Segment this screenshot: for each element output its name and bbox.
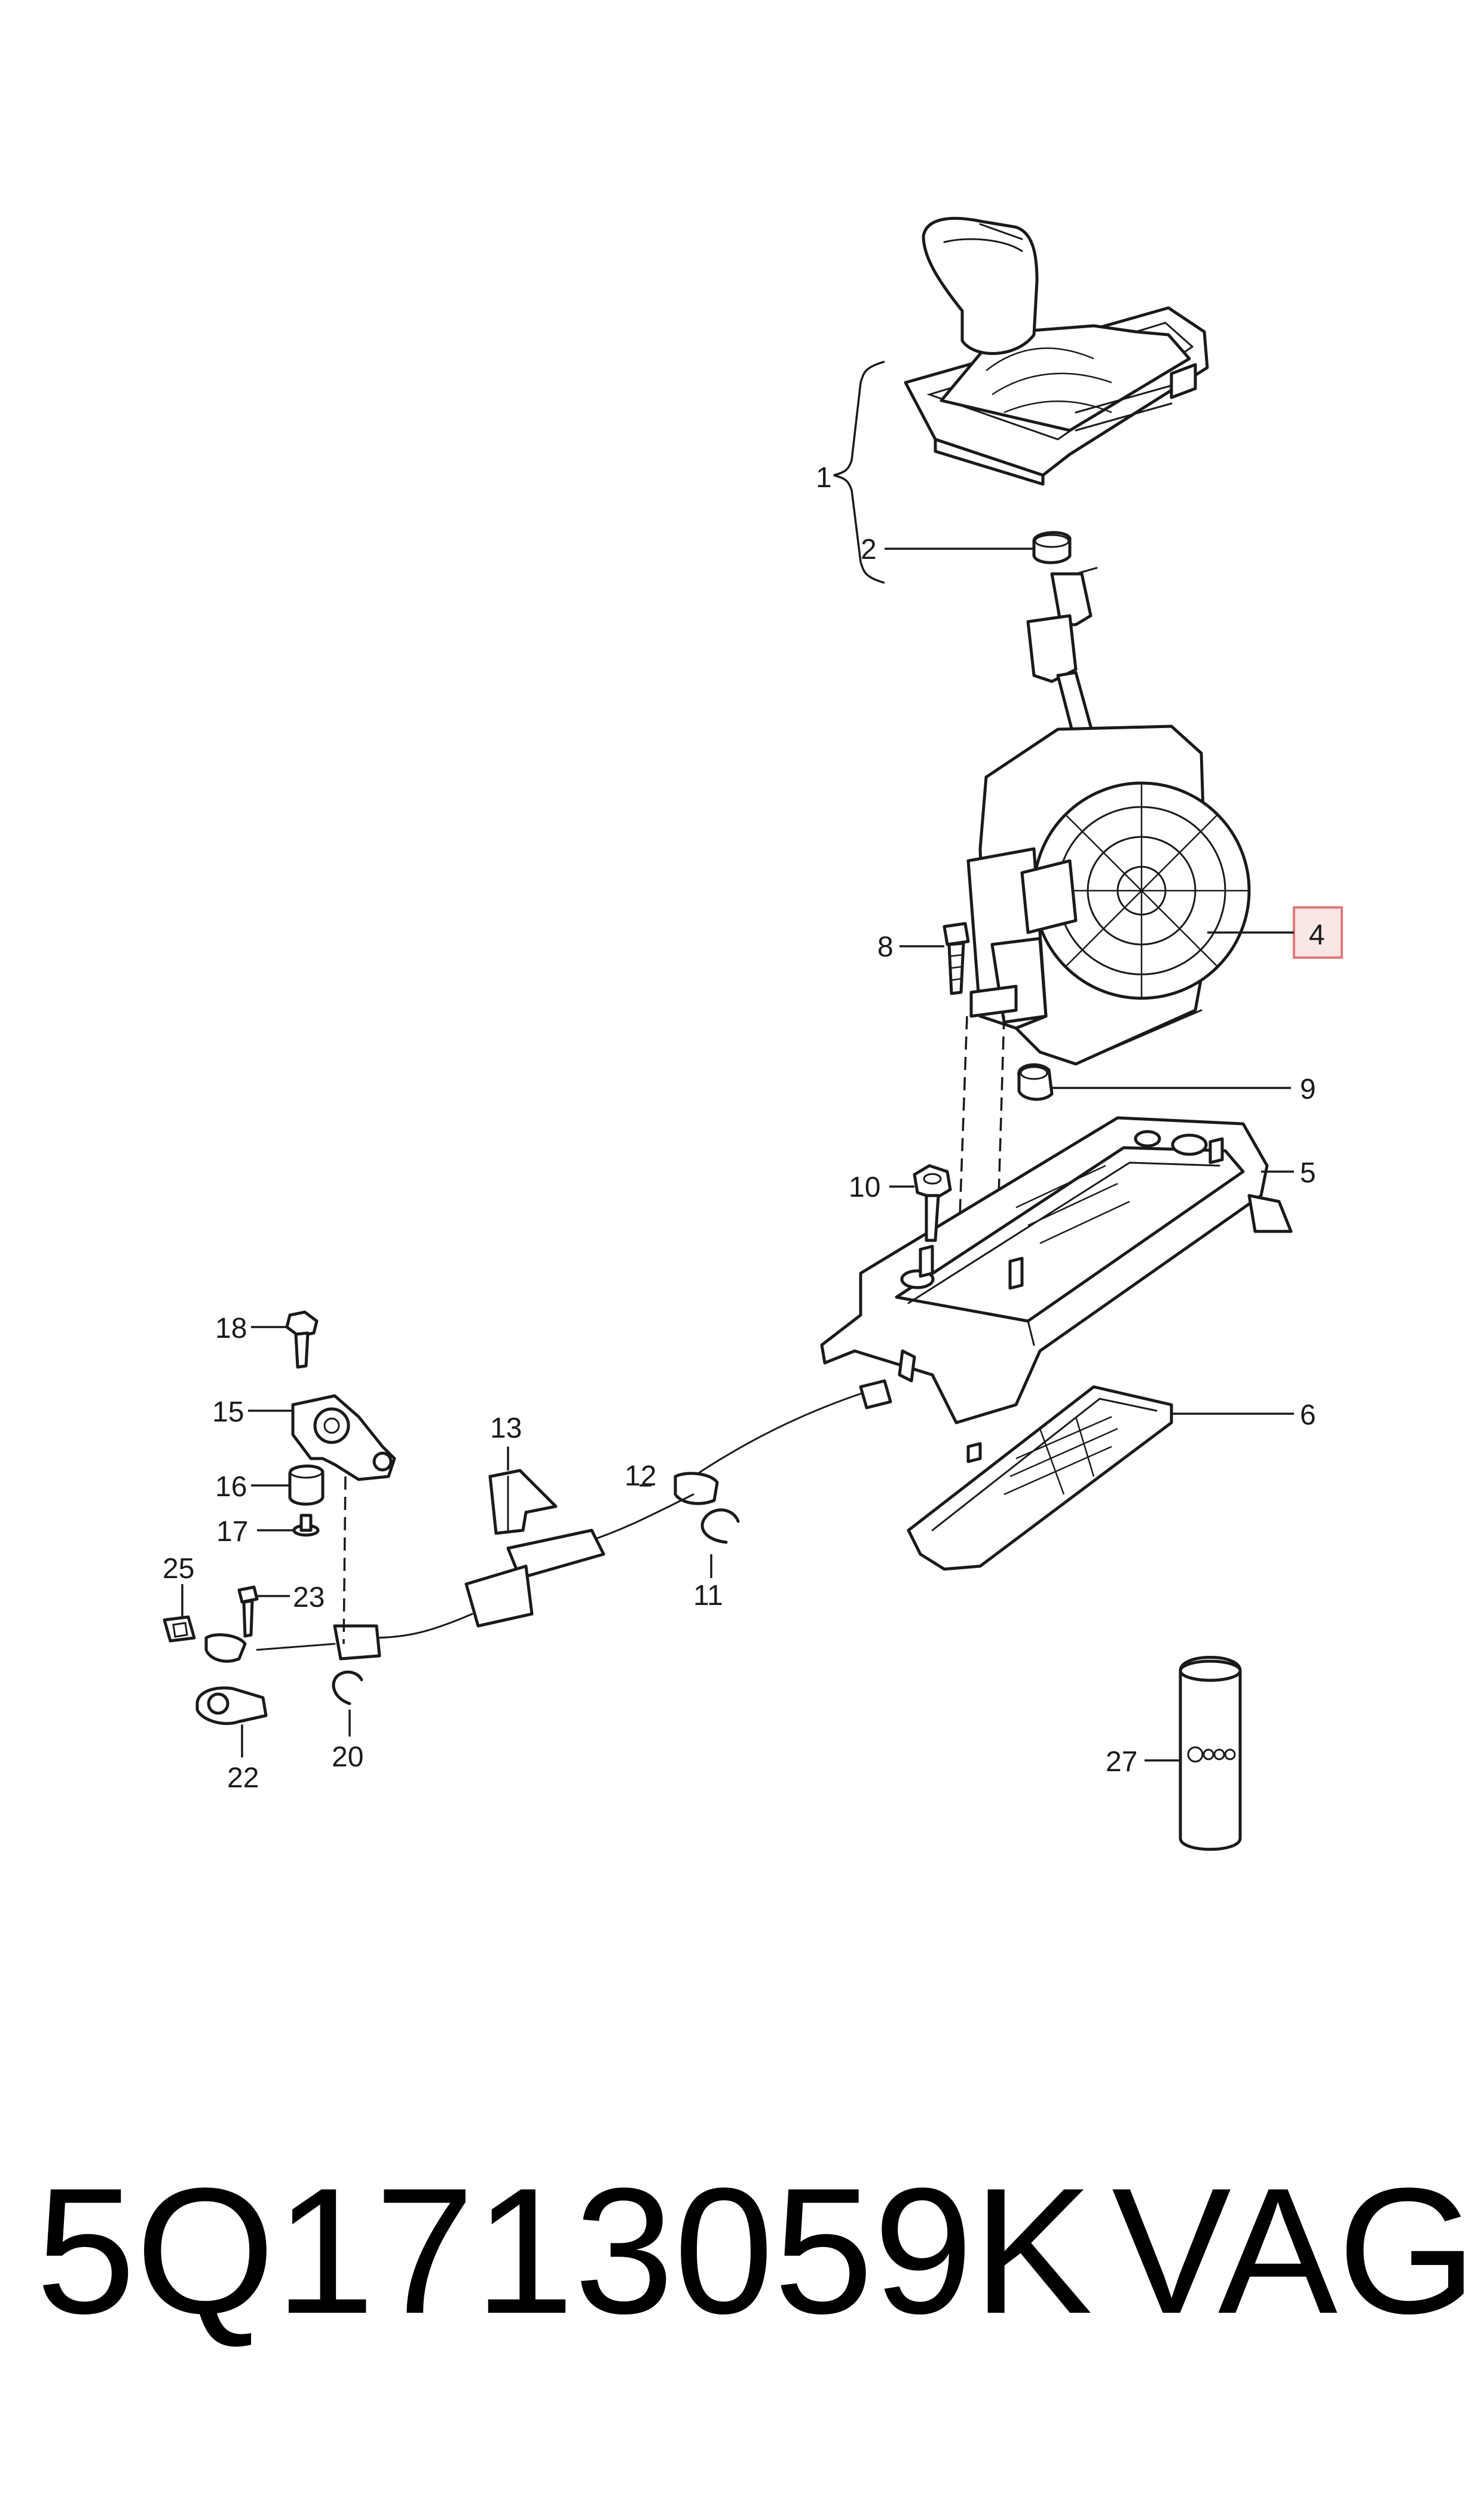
callout-16: 16 [215, 1471, 247, 1503]
selector-cable [204, 1379, 892, 1663]
callout-1-bracket [833, 360, 885, 584]
circlip-11 [700, 1508, 740, 1544]
callout-22: 22 [227, 1762, 259, 1794]
selector-mechanism [966, 724, 1251, 1066]
brand-caption: VAG [1112, 2150, 1477, 2351]
grommet-9 [1017, 1063, 1054, 1101]
base-housing [820, 1116, 1293, 1424]
callout-5: 5 [1300, 1157, 1316, 1189]
clip-part [1032, 531, 1072, 564]
callout-1: 1 [816, 462, 832, 494]
callout-18: 18 [215, 1313, 247, 1344]
clip-25 [163, 1615, 196, 1643]
callout-15: 15 [212, 1396, 244, 1428]
rivet-17 [292, 1514, 320, 1537]
nut-10 [913, 1164, 952, 1242]
bolt-8 [943, 922, 970, 995]
circlip-20 [332, 1670, 363, 1705]
callout-17: 17 [216, 1516, 248, 1548]
callout-23: 23 [293, 1582, 325, 1613]
callout-2: 2 [861, 534, 877, 565]
callout-4: 4 [1309, 919, 1325, 951]
lubricant-can [1179, 1656, 1242, 1851]
parts-diagram: 1 2 4 5 6 8 9 10 11 12 13 15 16 17 18 20… [163, 216, 1343, 1851]
bracket-13 [488, 1469, 558, 1535]
callout-12: 12 [625, 1460, 656, 1492]
callout-9: 9 [1300, 1074, 1316, 1105]
bolt-23 [237, 1585, 259, 1638]
bolt-18 [285, 1310, 319, 1369]
gear-knob-assembly [904, 216, 1209, 486]
highlight-box [1293, 906, 1343, 959]
ball-socket-22 [195, 1686, 268, 1725]
callout-6: 6 [1300, 1399, 1316, 1431]
callout-25: 25 [163, 1553, 194, 1585]
callout-20: 20 [332, 1741, 363, 1773]
callout-11: 11 [693, 1580, 723, 1612]
part-number-caption: 5Q1713059K [36, 2150, 1093, 2351]
callout-10: 10 [849, 1172, 880, 1203]
cover-plate [907, 1385, 1173, 1571]
callout-13: 13 [490, 1413, 522, 1444]
bushing-16 [288, 1465, 325, 1506]
bearing-bracket [291, 1394, 396, 1481]
callout-27: 27 [1106, 1746, 1137, 1778]
callout-8: 8 [877, 931, 894, 963]
